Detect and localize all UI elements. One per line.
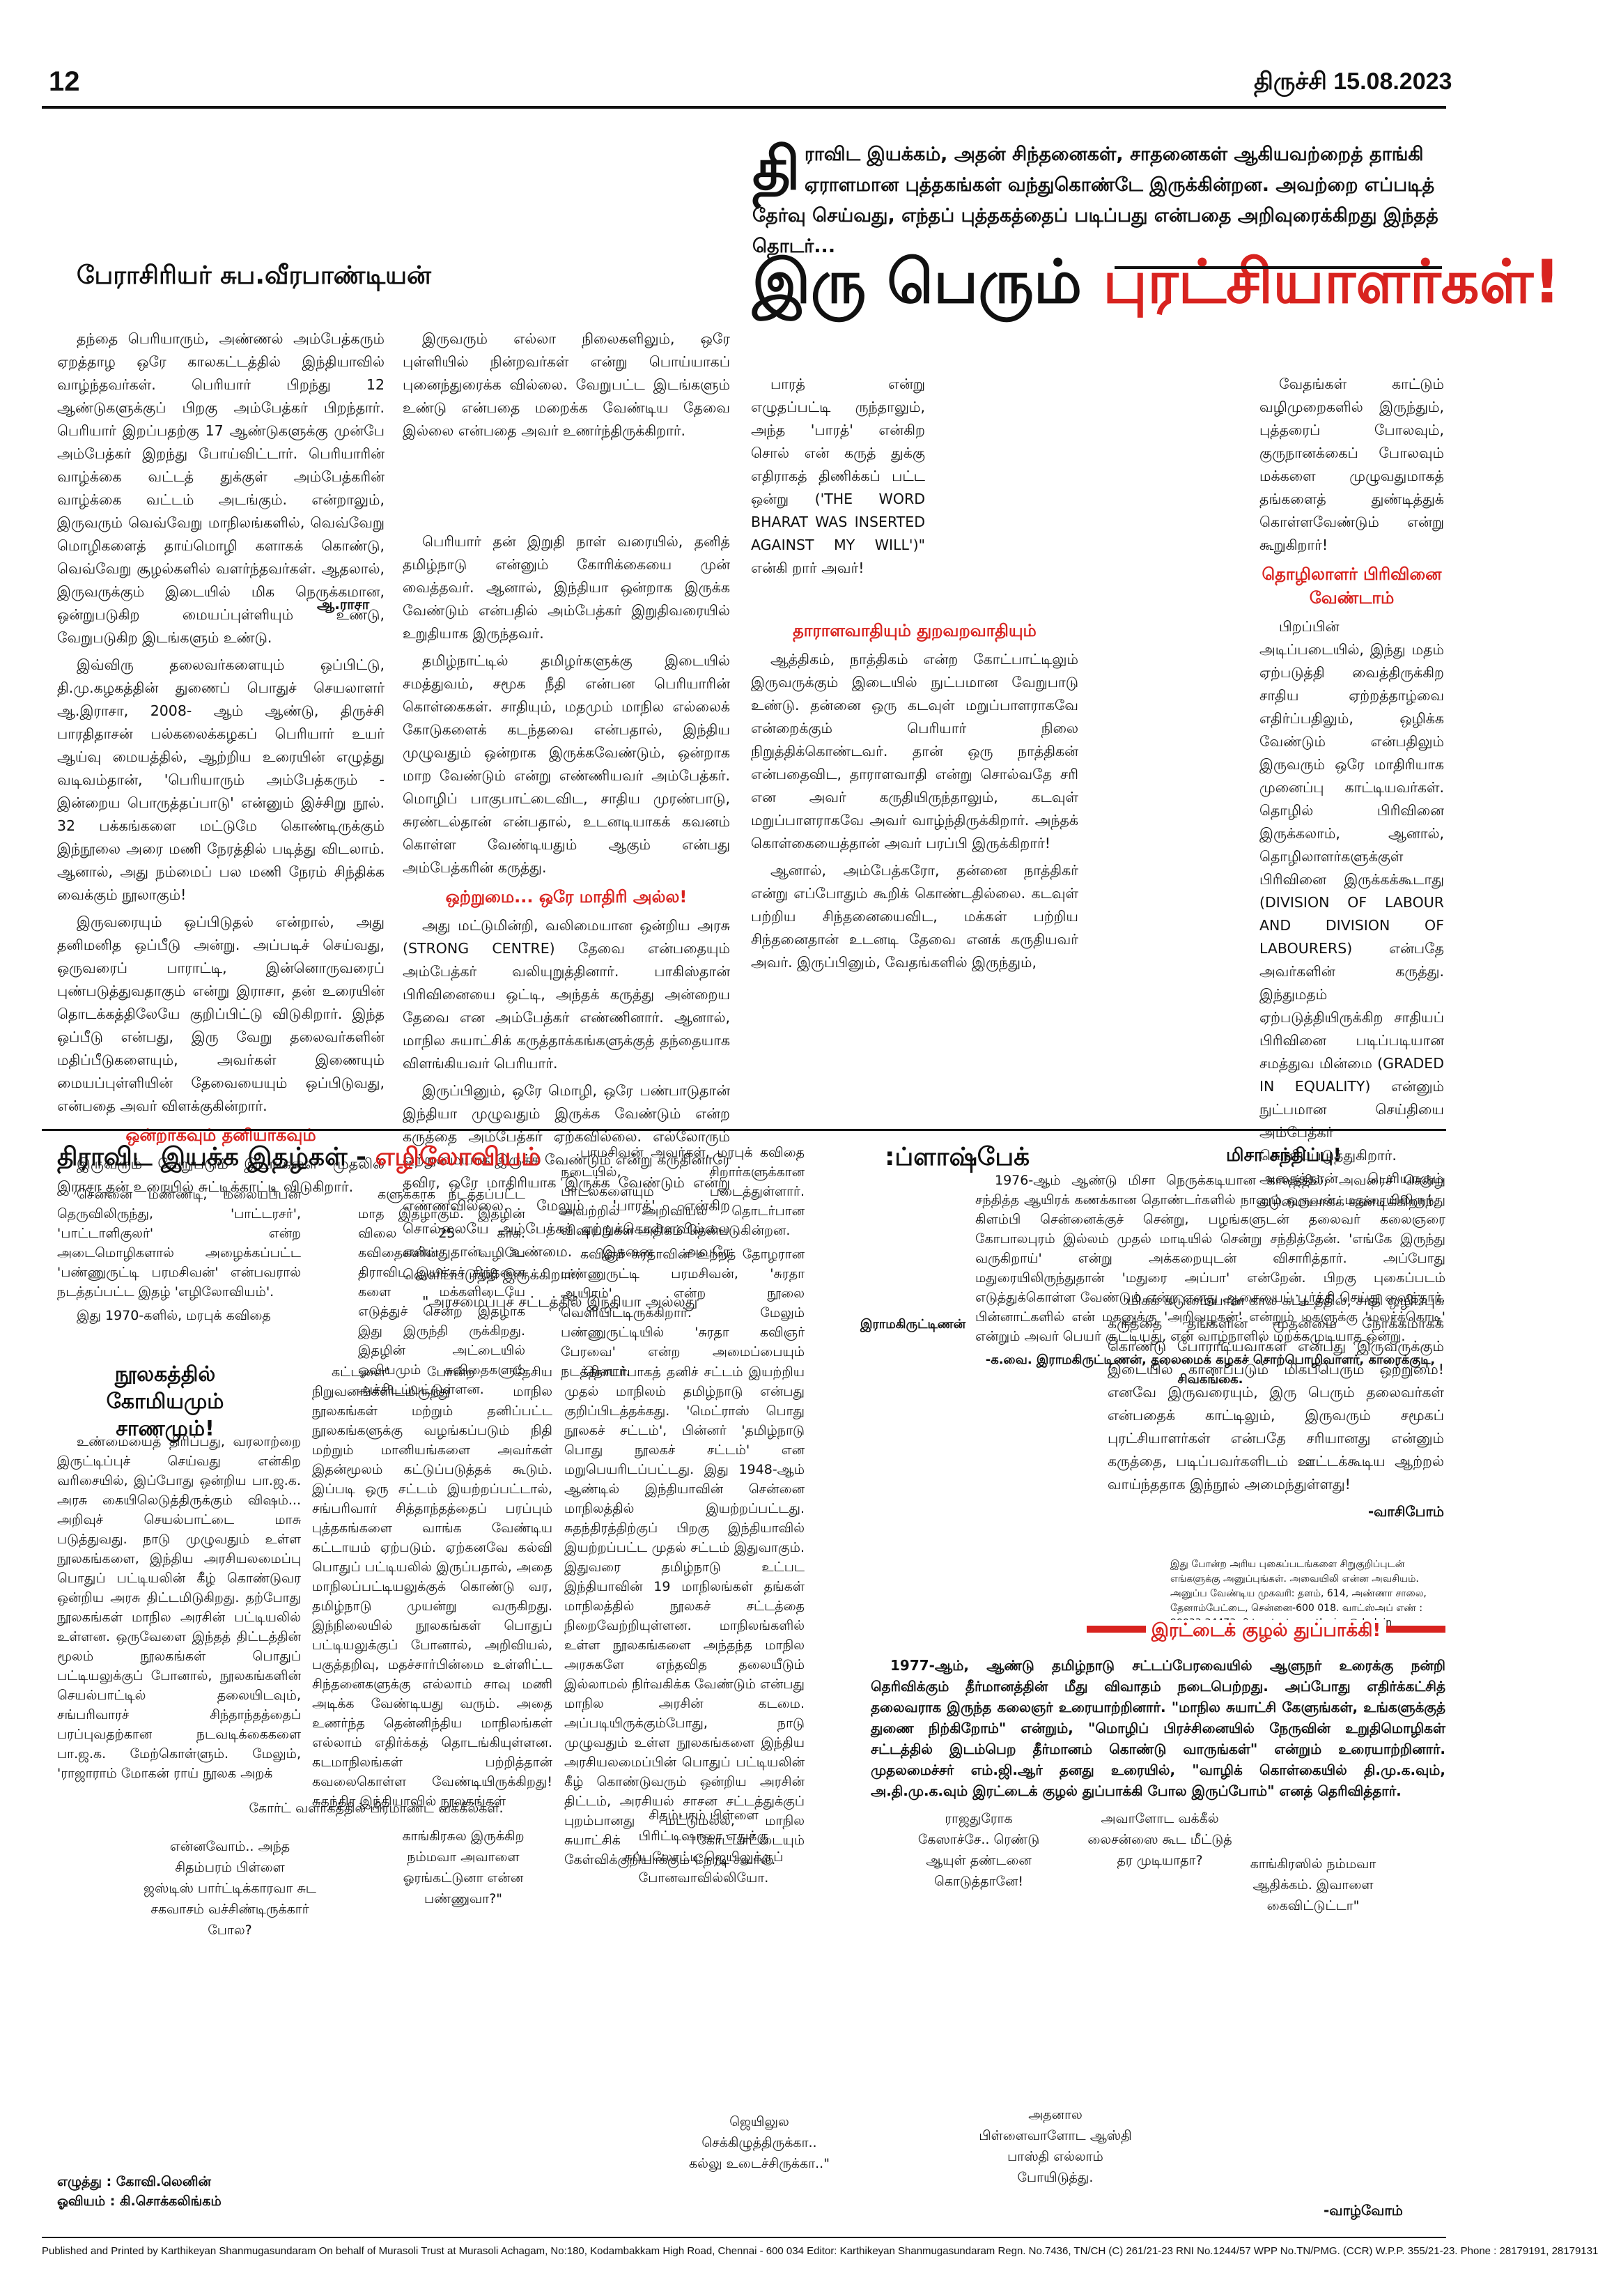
flashback-box-title: மிசா சந்திப்பு! [1226, 1145, 1342, 1166]
library-title: நூலகத்தில் கோமியமும் சாணமும்! [57, 1362, 273, 1444]
ezhilo-para-5: கவிஞர் சுரதாவின் உற்றத் தோழரான பண்ணுருட்… [561, 1247, 805, 1379]
flashback-signature: -க.வை. இராமகிருட்டிணன், தலைமைக் கழகச் சொ… [985, 1353, 1436, 1387]
library-para-2: கட்டளை' போன்ற தேசிய நிறுவனங்களிடமிருந்து… [312, 1364, 552, 1809]
library-para-1: உண்மையைத் திரிப்பது, வரலாற்றை இருட்டிப்ப… [57, 1434, 301, 1781]
cartoon-bubble-6: காங்கிரஸில் நம்மவா ஆதிக்கம். இவாளை கைவிட… [1250, 1856, 1376, 1913]
double-barrel-title: இரட்டைக் குழல் துப்பாக்கி! [1145, 1620, 1387, 1641]
flashback-body: 1976-ஆம் ஆண்டு மிசா நெருக்கடியான காலத்தி… [975, 1171, 1445, 1389]
cartoon-bubble-8: அதனால பிள்ளைவாளோட ஆஸ்தி பாஸ்தி எல்லாம் ப… [979, 2107, 1132, 2185]
title-underline [1115, 266, 1442, 269]
article-col-4b: மிகக் கடுமையான கால கட்டத்தில், சாதி ஒழிப… [1108, 1289, 1444, 1523]
col2-para-6: "அரசமைப்புச் சட்டத்தில் இந்தியா அல்லது [422, 1293, 698, 1310]
subheading-liberal: தாராளவாதியும் துறவறவாதியும் [793, 621, 1037, 640]
col3-para-2: ஆத்திகம், நாத்திகம் என்ற கோட்பாட்டிலும் … [751, 651, 1078, 852]
col3-para-3: ஆனால், அம்பேத்கரோ, தன்னை நாத்திகர் என்று… [751, 862, 1078, 971]
library-col-3: தொடர்பாகத் தனிச் சட்டம் இயற்றிய முதல் மா… [564, 1362, 805, 1874]
cartoon-bubble-1: என்னவோம்.. அந்த சிதம்பரம் பிள்ளை ஜஸ்டிஸ்… [143, 1839, 316, 1938]
ezhilo-para-3: களுக்காக நடத்தப்பட்ட மாத இதழாகும். இதழின… [358, 1187, 525, 1397]
article-col-3: பாரத் என்று எழுதப்பட்டி ருந்தாலும், அந்த… [751, 373, 925, 584]
ezhilo-para-4: பரமசிவன் அவர்கள், மரபுக் கவிதை நடையில், … [561, 1145, 805, 1238]
col4-para-3: மிகக் கடுமையான கால கட்டத்தில், சாதி ஒழிப… [1108, 1292, 1444, 1493]
cartoon-bubble-3: சிதம்பரம் பிள்ளை பிரிட்டிஷாரை எதுக்கு கப… [623, 1808, 784, 1886]
cartoon-credit-artist: ஓவியம் : கி.சொக்கலிங்கம் [57, 2194, 222, 2209]
article-col-3b: தாராளவாதியும் துறவறவாதியும் ஆத்திகம், நா… [751, 613, 1078, 978]
ezhilo-title-part1: திராவிட இயக்க இதழ்கள் - [57, 1143, 375, 1171]
header-rule [42, 106, 1446, 109]
author-byline: பேராசிரியர் சுப.வீரபாண்டியன் [77, 261, 431, 290]
photo-raasa-space [403, 447, 730, 530]
ezhilo-para-1: சென்னை மண்ணடி, மலையப்பன் தெருவிலிருந்து,… [57, 1187, 301, 1300]
col4-para-2: பிறப்பின் அடிப்படையில், இந்து மதம் ஏற்பட… [1259, 618, 1444, 1210]
city-date: திருச்சி 15.08.2023 [1254, 68, 1452, 95]
col4-para-1: வேதங்கள் காட்டும் வழிமுறைகளில் இருந்தும்… [1259, 376, 1444, 553]
cartoon-credit-writer: எழுத்து : கோவி.லெனின் [57, 2174, 211, 2189]
col2-para-1: இருவரும் எல்லா நிலைகளிலும், ஒரே புள்ளியி… [403, 330, 730, 439]
flashback-title: :ப்ளாஷ்பேக் [885, 1143, 1030, 1171]
article-col-1: தந்தை பெரியாரும், அண்ணல் அம்பேத்கரும் ஏற… [57, 328, 385, 1203]
cartoon-bubble-4: ராஜதுரோக கேஸாச்சே.. ரெண்டு ஆயுள் தண்டனை … [917, 1811, 1040, 1889]
col2-para-3: தமிழ்நாட்டில் தமிழர்களுக்கு இடையில் சமத்… [403, 652, 730, 876]
cartoon-bubble-7: ஜெயிலுல செக்கிழுத்திருக்கா.. கல்லு உடைச்… [689, 2114, 830, 2171]
ezhilo-para-2: இது 1970-களில், மரபுக் கவிதை [77, 1308, 271, 1323]
intro-block: தி ராவிட இயக்கம், அதன் சிந்தனைகள், சாதனை… [752, 139, 1449, 262]
subheading-together-alone: ஒன்றாகவும் தனியாகவும் [125, 1125, 316, 1145]
footer-rule [42, 2237, 1446, 2238]
col2-para-2: பெரியார் தன் இறுதி நாள் வரையில், தனித் த… [403, 533, 730, 642]
intro-text: ராவிட இயக்கம், அதன் சிந்தனைகள், சாதனைகள்… [752, 144, 1438, 257]
ezhilo-title-part2: எழிலோவியம் [375, 1143, 542, 1171]
ezhilo-col-3: பரமசிவன் அவர்கள், மரபுக் கவிதை நடையில், … [561, 1143, 805, 1385]
flashback-photo-name: இராமகிருட்டிணன் [860, 1317, 966, 1332]
intro-dropcap: தி [752, 134, 800, 203]
main-title: இரு பெரும் புரட்சியாளர்கள்! [752, 244, 1560, 321]
subheading-labour: தொழிலாளர் பிரிவினை வேண்டாம் [1262, 564, 1442, 608]
ezhilo-col-2: களுக்காக நடத்தப்பட்ட மாத இதழாகும். இதழின… [358, 1185, 525, 1403]
col3-para-1: பாரத் என்று எழுதப்பட்டி ருந்தாலும், அந்த… [751, 376, 925, 576]
main-title-part1: இரு பெரும் [752, 247, 1103, 317]
col1-para-2: இவ்விரு தலைவர்களையும் ஒப்பிட்டு, தி.மு.க… [57, 656, 385, 903]
article-signoff: -வாசிபோம் [1367, 1503, 1444, 1520]
ezhilo-col-1: சென்னை மண்ணடி, மலையப்பன் தெருவிலிருந்து,… [57, 1185, 301, 1330]
cartoon-bubble-2: காங்கிரசுல இருக்கிற நம்மவா அவாளை ஓரங்கட்… [402, 1828, 525, 1906]
main-title-part2: புரட்சியாளர்கள்! [1103, 247, 1561, 317]
footer-imprint: Published and Printed by Karthikeyan Sha… [42, 2245, 1598, 2257]
col2-para-5: இருப்பினும், ஒரே மொழி, ஒரே பண்பாடுதான் இ… [403, 1082, 730, 1283]
col2-para-4: அது மட்டுமின்றி, வலிமையான ஒன்றிய அரசு (S… [403, 917, 730, 1072]
flashback-para: 1976-ஆம் ஆண்டு மிசா நெருக்கடியான காலத்தி… [975, 1173, 1445, 1344]
col1-para-1: தந்தை பெரியாரும், அண்ணல் அம்பேத்கரும் ஏற… [57, 330, 385, 646]
library-col-2: கட்டளை' போன்ற தேசிய நிறுவனங்களிடமிருந்து… [312, 1362, 552, 1815]
col1-para-4: இருவரும் வேறுபடும் இடங்களை முதலில் இராசா… [57, 1155, 385, 1195]
double-barrel-body: 1977-ஆம், ஆண்டு தமிழ்நாடு சட்டப்பேரவையில… [871, 1655, 1445, 1805]
article-col-2: இருவரும் எல்லா நிலைகளிலும், ஒரே புள்ளியி… [403, 328, 730, 1318]
library-col-1: உண்மையைத் திரிப்பது, வரலாற்றை இருட்டிப்ப… [57, 1432, 301, 1787]
double-barrel-title-wrap: இரட்டைக் குழல் துப்பாக்கி! [1087, 1620, 1445, 1643]
photo-caption-raasa: ஆ.ராசா [317, 596, 370, 612]
cartoon-caption: கோர்ட் வளாகத்தில் பிரமாண்ட வக்கீல்கள். [249, 1801, 504, 1816]
cartoon-signoff: -வாழ்வோம் [1324, 2202, 1403, 2219]
article-col-4: வேதங்கள் காட்டும் வழிமுறைகளில் இருந்தும்… [1259, 373, 1444, 1217]
double-barrel-para: 1977-ஆம், ஆண்டு தமிழ்நாடு சட்டப்பேரவையில… [871, 1657, 1445, 1799]
page-number: 12 [49, 66, 80, 97]
subheading-unity: ஒற்றுமை... ஒரே மாதிரி அல்ல! [445, 887, 688, 907]
library-title-line1: நூலகத்தில் [114, 1362, 216, 1387]
section-rule [42, 1129, 1446, 1131]
ezhilo-title: திராவிட இயக்க இதழ்கள் - எழிலோவியம் [57, 1143, 541, 1175]
col1-para-3: இருவரையும் ஒப்பிடுதல் என்றால், அது தனிமன… [57, 914, 385, 1114]
library-title-line2: கோமியமும் சாணமும்! [106, 1389, 224, 1441]
cartoon-bubble-5: அவாளோட வக்கீல் லைசன்ஸை கூட மீட்டுத் தர ம… [1087, 1811, 1232, 1868]
library-para-3: தொடர்பாகத் தனிச் சட்டம் இயற்றிய முதல் மா… [564, 1364, 805, 1867]
